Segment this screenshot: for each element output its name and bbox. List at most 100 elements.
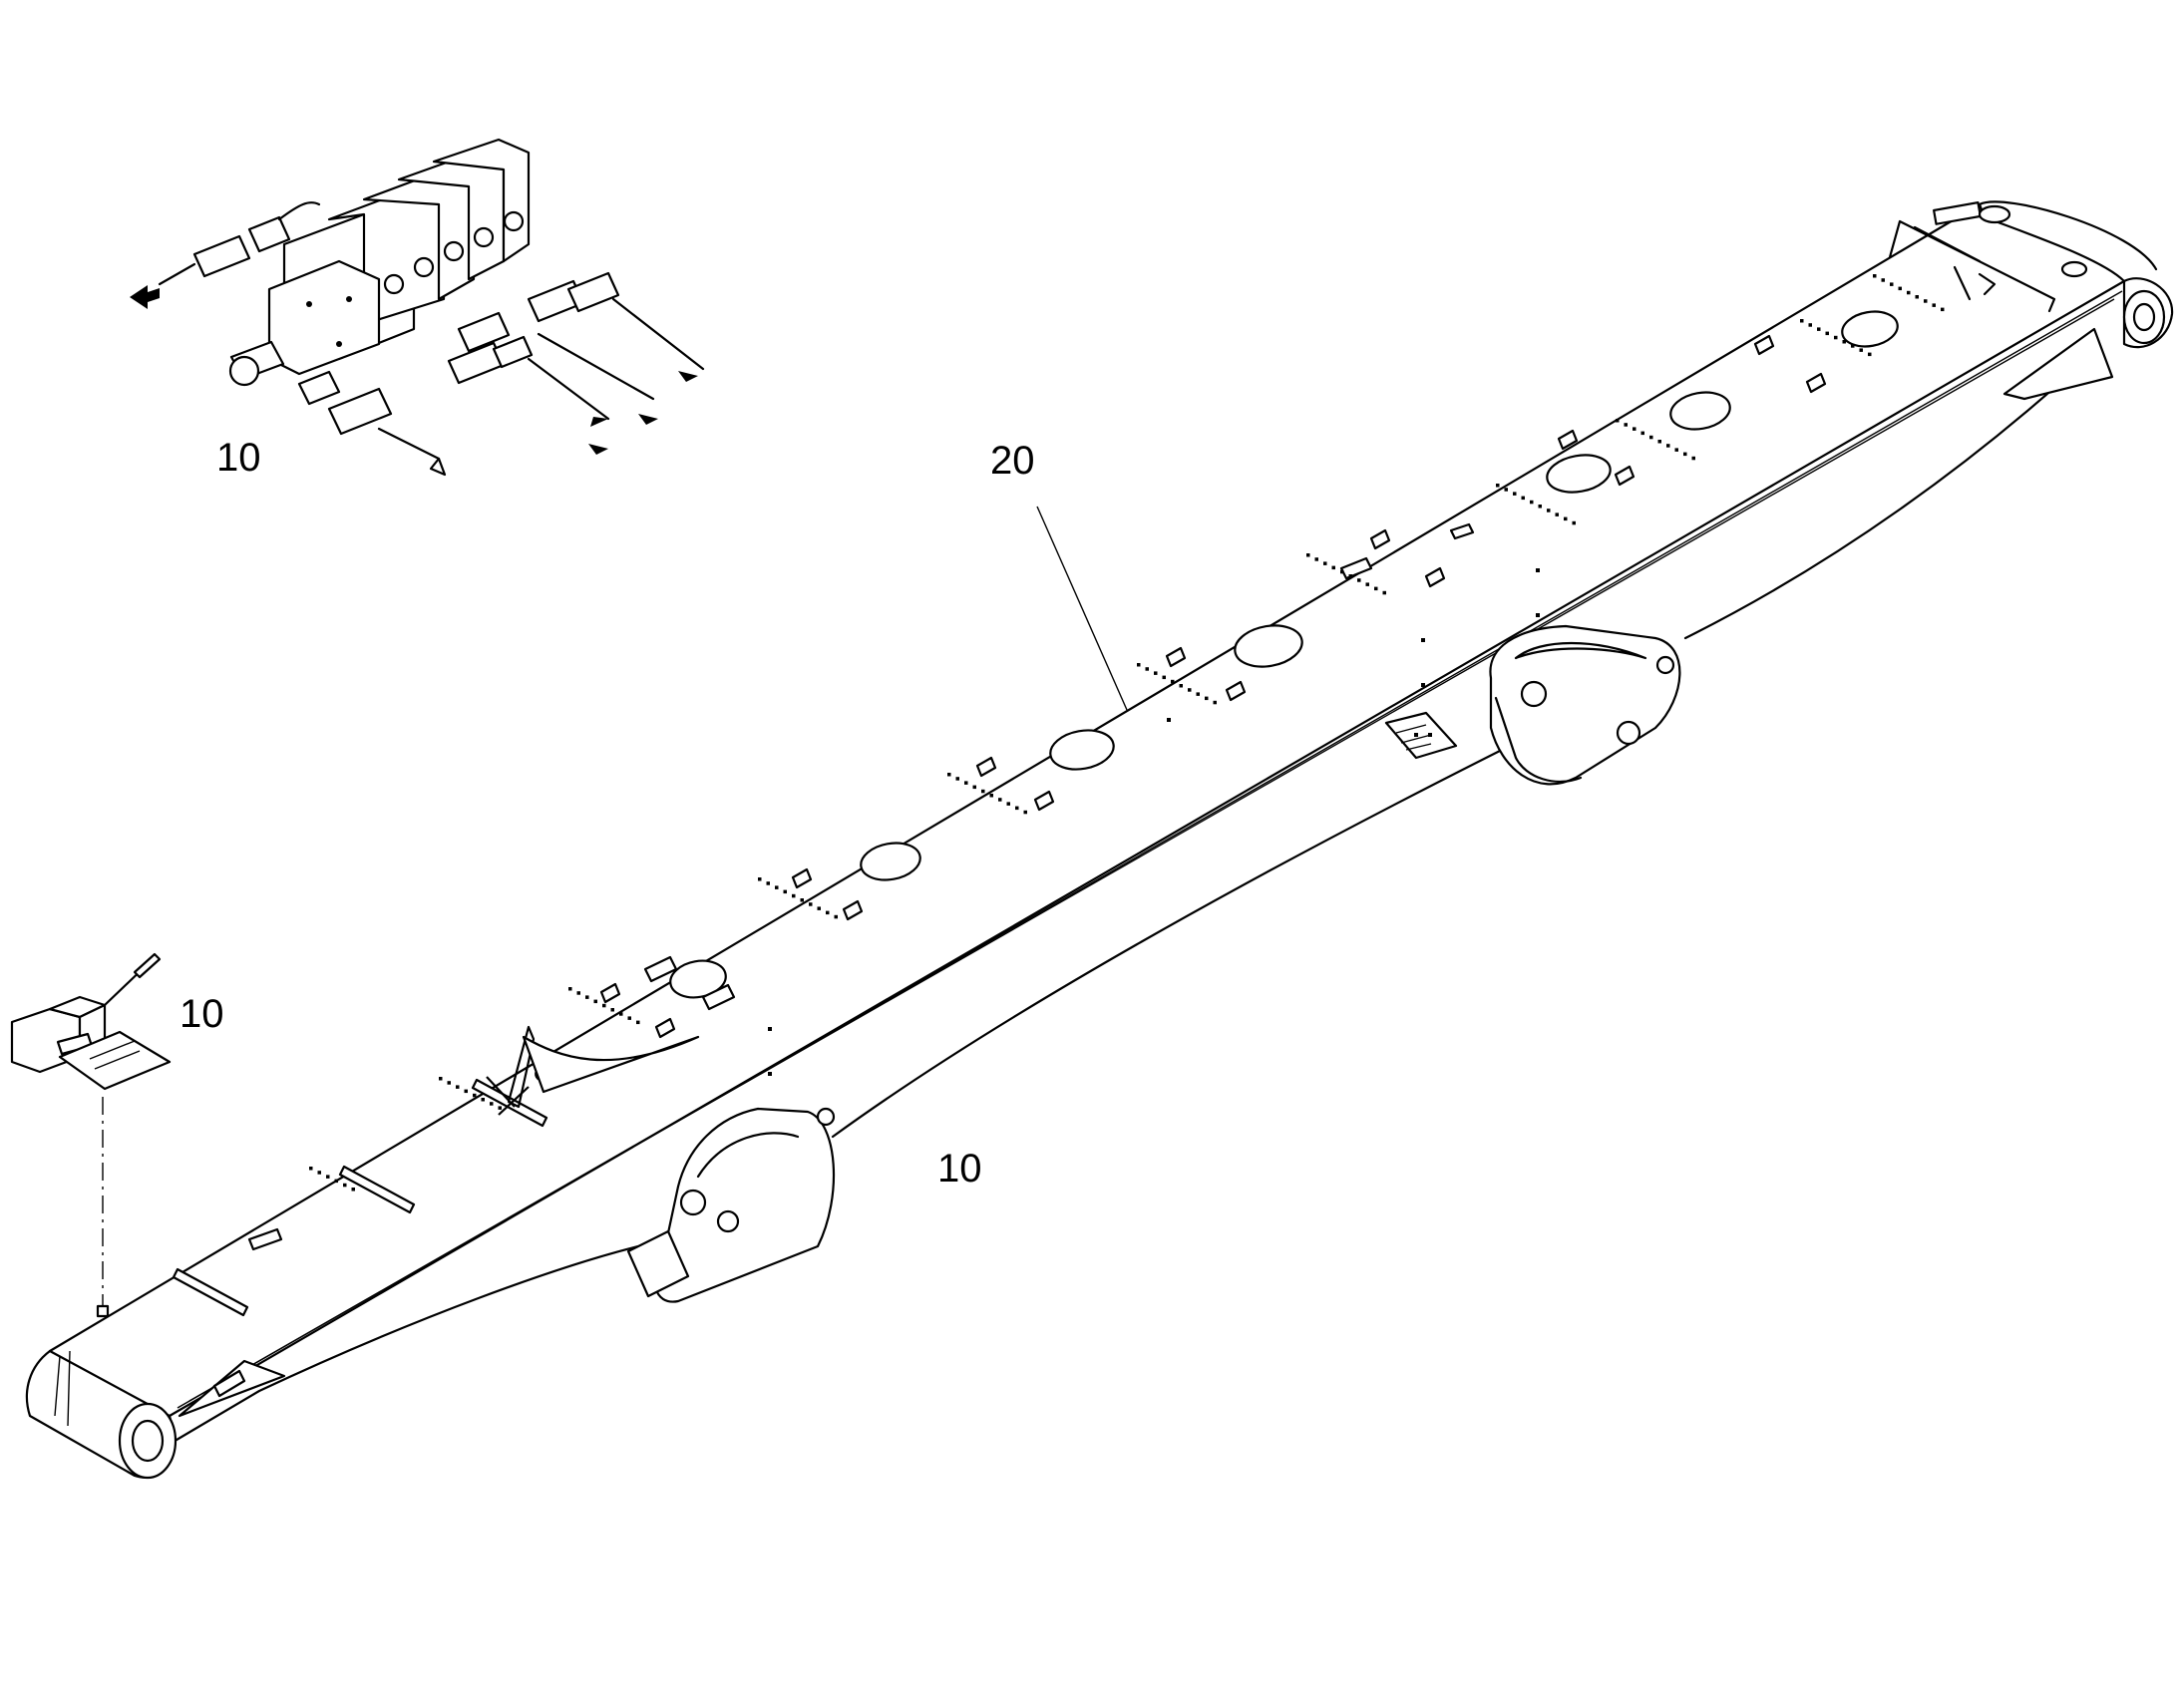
weld-dot — [1808, 323, 1812, 327]
weld-dot — [1624, 423, 1628, 427]
weld-dot — [498, 1106, 502, 1110]
weld-dot — [1015, 806, 1019, 811]
weld-dot — [473, 1093, 477, 1098]
weld-dot — [947, 773, 951, 777]
weld-dot — [1633, 427, 1636, 431]
weld-dot — [1825, 331, 1829, 336]
weld-dot — [964, 781, 968, 785]
weld-dot — [1306, 553, 1310, 557]
weld-dot — [1365, 582, 1369, 586]
hose-fittings — [158, 201, 705, 477]
weld-dot — [989, 794, 993, 798]
weld-dot — [1842, 340, 1846, 344]
weld-dot — [1890, 282, 1894, 286]
weld-dot — [447, 1081, 451, 1085]
weld-dot — [1196, 692, 1200, 696]
weld-dot — [1530, 500, 1534, 505]
weld-dot — [1536, 613, 1540, 617]
weld-dot — [1898, 286, 1902, 291]
weld-dot — [1331, 565, 1335, 570]
weld-dot — [1023, 810, 1027, 815]
weld-dot — [464, 1089, 468, 1094]
weld-dot — [1800, 319, 1804, 323]
weld-dot — [1834, 335, 1838, 340]
weld-dot — [1564, 516, 1568, 521]
weld-dot — [972, 785, 976, 790]
weld-dot — [1941, 307, 1945, 312]
weld-dot — [1915, 295, 1919, 299]
weld-dot — [1683, 452, 1687, 457]
weld-dot — [1868, 352, 1872, 357]
weld-dot — [1666, 444, 1670, 448]
trunnion-bracket-front — [626, 1107, 836, 1303]
weld-dot — [309, 1167, 313, 1171]
callout-sensor: 10 — [180, 992, 224, 1036]
weld-dot — [326, 1175, 330, 1179]
weld-dot — [439, 1077, 443, 1081]
weld-dot — [593, 999, 597, 1004]
weld-dot — [1547, 509, 1551, 512]
weld-dot — [1649, 435, 1653, 440]
weld-dot — [1817, 327, 1821, 331]
callout-valve-block: 10 — [216, 436, 261, 480]
flow-arrows — [130, 285, 698, 455]
weld-dot — [955, 777, 959, 781]
weld-dot — [1881, 278, 1885, 282]
weld-dot — [619, 1012, 623, 1016]
weld-dot — [1616, 419, 1620, 423]
callout-20-leader — [1036, 506, 1128, 711]
weld-dot — [1513, 492, 1517, 496]
weld-dot — [1421, 683, 1425, 687]
weld-dot — [1873, 274, 1877, 278]
weld-dot — [481, 1098, 485, 1102]
weld-dot — [334, 1179, 338, 1184]
weld-dot — [1924, 299, 1928, 303]
side-junction-box — [1384, 711, 1458, 760]
weld-dot — [783, 889, 787, 894]
weld-dot — [1348, 574, 1352, 578]
weld-dot — [1162, 675, 1166, 680]
weld-dot — [610, 1008, 614, 1012]
weld-dot — [1496, 484, 1500, 488]
weld-dot — [1555, 512, 1559, 516]
weld-dot — [1314, 557, 1318, 561]
weld-dot — [834, 914, 838, 919]
weld-dot — [602, 1003, 606, 1008]
weld-dot — [817, 906, 821, 910]
weld-dot — [317, 1171, 321, 1175]
weld-dot — [758, 877, 762, 881]
weld-dot — [351, 1188, 355, 1192]
weld-dot — [1188, 688, 1192, 692]
weld-dot — [1382, 590, 1386, 595]
weld-dot — [585, 995, 589, 999]
weld-dot — [1171, 679, 1175, 684]
weld-dot — [1145, 667, 1149, 671]
weld-dot — [490, 1102, 494, 1106]
boom — [25, 200, 2174, 1480]
weld-dot — [1421, 638, 1425, 642]
weld-dot — [1859, 348, 1863, 352]
weld-dot — [456, 1085, 460, 1089]
weld-dot — [768, 1027, 772, 1031]
weld-dot — [1323, 561, 1327, 565]
weld-dot — [1932, 303, 1936, 307]
weld-dot — [1521, 496, 1525, 501]
weld-dot — [627, 1016, 631, 1020]
weld-dot — [1374, 586, 1378, 591]
lubrication-valve-block — [130, 138, 705, 477]
weld-dot — [1137, 663, 1141, 667]
weld-dot — [1179, 684, 1183, 688]
weld-dot — [1205, 696, 1209, 701]
weld-dot — [1213, 700, 1217, 705]
weld-dot — [636, 1020, 640, 1025]
weld-dot — [1640, 431, 1644, 436]
clip-brackets — [247, 334, 1827, 1251]
weld-dot — [768, 1072, 772, 1076]
position-sensor — [10, 952, 172, 1318]
weld-dot — [1340, 569, 1344, 574]
weld-dot — [1357, 578, 1361, 582]
weld-dot — [1006, 802, 1010, 806]
weld-dot — [826, 910, 830, 915]
weld-dot — [1907, 290, 1911, 295]
